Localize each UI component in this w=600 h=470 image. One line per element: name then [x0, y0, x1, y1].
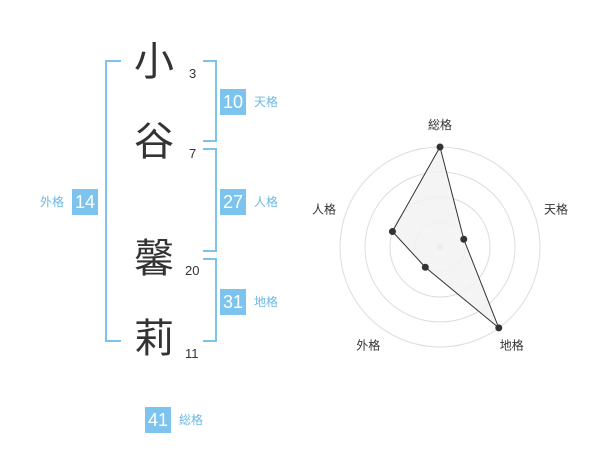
- tenkaku-label: 天格: [254, 95, 279, 109]
- tenkaku-bracket: [203, 60, 217, 142]
- radar-axis-label: 外格: [356, 338, 380, 353]
- radar-point-5: [388, 228, 396, 236]
- stroke-count-4: 11: [185, 346, 199, 361]
- radar-axis-label: 人格: [312, 201, 336, 216]
- stroke-count-3: 20: [185, 263, 200, 278]
- radar-axis-label: 天格: [544, 201, 568, 216]
- jinkaku-label: 人格: [254, 195, 279, 209]
- name-char-2: 谷: [134, 119, 174, 165]
- radar-axis-label: 地格: [500, 338, 524, 353]
- name-char-1: 小: [134, 39, 174, 85]
- chikaku-value-badge: 31: [220, 289, 247, 315]
- gaikaku-value-badge: 14: [72, 189, 99, 215]
- tenkaku-value-badge: 10: [220, 89, 247, 115]
- gaikaku-bracket: [105, 60, 121, 342]
- stroke-count-2: 7: [189, 146, 197, 161]
- radar-point-2: [460, 235, 468, 243]
- radar-series-polygon: [391, 145, 500, 329]
- name-char-3: 馨: [134, 236, 174, 282]
- gaikaku-label: 外格: [40, 195, 65, 209]
- chikaku-label: 地格: [254, 295, 279, 309]
- soukaku-value-badge: 41: [145, 407, 172, 433]
- jinkaku-bracket: [203, 148, 217, 252]
- stroke-count-1: 3: [189, 66, 197, 81]
- soukaku-label: 総格: [179, 413, 204, 427]
- radar-axis-label: 総格: [428, 117, 452, 132]
- radar-point-4: [421, 263, 429, 271]
- chikaku-bracket: [203, 258, 217, 342]
- radar-point-1: [436, 143, 444, 151]
- jinkaku-value-badge: 27: [220, 189, 247, 215]
- radar-point-3: [495, 324, 503, 332]
- name-char-4: 莉: [134, 316, 174, 362]
